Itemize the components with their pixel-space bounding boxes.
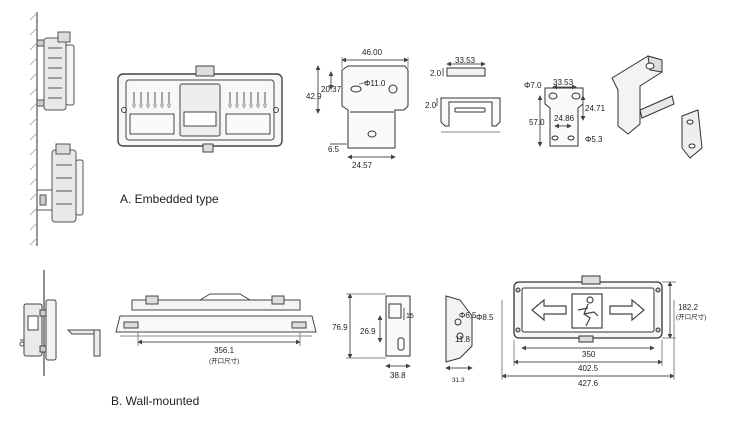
dim-570: 57.0 [529, 118, 545, 127]
wall-end-profile [445, 295, 473, 371]
dim-769: 76.9 [332, 323, 348, 332]
dim-4276: 427.6 [578, 379, 599, 388]
dim-20-a: 2.0 [430, 69, 442, 78]
open-size-note-a: (开口尺寸) [209, 356, 239, 365]
embedded-front-view [117, 65, 283, 153]
dim-phi53: Φ5.3 [585, 135, 603, 144]
dim-20-b: 2.0 [425, 101, 437, 110]
dim-350: 350 [582, 350, 596, 359]
dim-phi85: Φ8.5 [476, 313, 494, 322]
dim-15: 15 [406, 313, 414, 320]
dim-118: 11.8 [455, 335, 471, 344]
wall-side-view [19, 270, 57, 376]
bracket-hole-view [537, 84, 586, 147]
dim-2037: 20.37 [321, 85, 342, 94]
dim-388: 38.8 [390, 371, 406, 380]
dim-313: 31.3 [452, 377, 465, 384]
dim-65: 6.5 [328, 145, 340, 154]
wall-l-bracket [66, 329, 101, 357]
left-arrow-icon [531, 298, 567, 322]
caption-wall-mounted: B. Wall-mounted [111, 394, 200, 408]
exit-sign-dimensions [501, 281, 676, 380]
dim-4025: 402.5 [578, 364, 599, 373]
dim-429: 42.9 [306, 92, 322, 101]
exit-sign-front [513, 275, 663, 343]
open-size-note-b: (开口尺寸) [676, 312, 706, 321]
right-arrow-icon [609, 298, 645, 322]
dim-phi65: Φ6.5 [459, 311, 477, 320]
dim-phi7: Φ7.0 [524, 81, 542, 90]
dim-phi11: Φ11.0 [364, 79, 386, 88]
dim-1822: 182.2 [678, 303, 699, 312]
dim-2471: 24.71 [585, 104, 606, 113]
embedded-side-view [29, 12, 84, 246]
dim-3561: 356.1 [214, 346, 235, 355]
bracket-front-view [315, 57, 409, 160]
wall-top-view [115, 293, 317, 346]
dim-2486: 24.86 [554, 114, 575, 123]
bracket-isometric [611, 55, 703, 159]
running-man-icon [571, 293, 603, 329]
dim-269: 26.9 [360, 327, 376, 336]
dim-2457: 24.57 [352, 161, 373, 170]
caption-embedded: A. Embedded type [120, 192, 219, 206]
dim-3353-a: 33.53 [455, 56, 476, 65]
dim-46: 46.00 [362, 48, 383, 57]
dim-3353-b: 33.53 [553, 78, 574, 87]
bracket-piece-views [436, 61, 501, 133]
wall-bracket-side [346, 293, 411, 369]
